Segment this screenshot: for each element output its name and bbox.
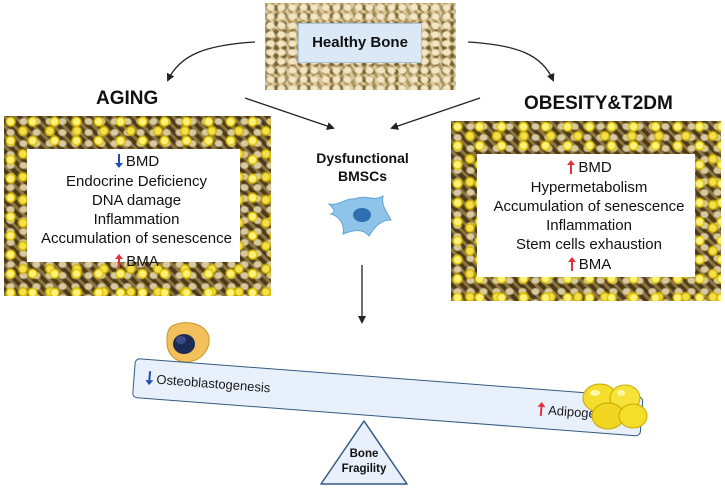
dysfunctional-bmscs-label: Dysfunctional BMSCs (295, 149, 430, 185)
up-arrow-icon (567, 257, 576, 271)
arrow-healthy-to-aging (166, 41, 256, 82)
aging-bma-row: BMA (14, 253, 259, 270)
obesity-bone-frame (451, 121, 721, 301)
arrow-healthy-to-obesity (467, 41, 555, 82)
center-line-1: Dysfunctional (316, 150, 409, 166)
stem-cell-icon (327, 194, 392, 237)
osteoblast-cell-icon (166, 322, 210, 363)
fulcrum-triangle (320, 420, 408, 485)
down-arrow-icon (145, 371, 154, 386)
aging-item-1: Endocrine Deficiency (66, 173, 207, 190)
healthy-bone-frame: Healthy Bone (265, 3, 456, 90)
adipogenesis-row: Adipogenesis (536, 401, 627, 423)
obesity-factors-list: BMD Hypermetabolism Accumulation of sene… (474, 156, 704, 276)
up-arrow-icon (537, 401, 546, 417)
aging-item-4: Accumulation of senescence (41, 230, 232, 247)
arrow-obesity-to-bmscs (390, 97, 481, 130)
obesity-item-3: Inflammation (546, 217, 632, 234)
aging-bmd-label: BMD (125, 153, 160, 170)
up-arrow-icon (567, 160, 576, 174)
obesity-item-4: Stem cells exhaustion (516, 236, 662, 253)
aging-heading: AGING (96, 88, 159, 109)
fulcrum-line-2: Fragility (341, 463, 387, 475)
osteoblastogenesis-row: Osteoblastogenesis (144, 370, 271, 396)
aging-item-2: DNA damage (91, 192, 182, 209)
healthy-bone-label-box (298, 23, 422, 63)
obesity-bma-label: BMA (578, 256, 612, 273)
obesity-factors-panel (477, 154, 695, 277)
obesity-bmd-label: BMD (578, 159, 612, 176)
aging-bmd-row: BMD (14, 153, 259, 170)
center-line-2: BMSCs (337, 168, 387, 184)
aging-factors-panel (27, 149, 240, 262)
healthy-bone-title: Healthy Bone (312, 34, 408, 51)
down-arrow-icon (114, 154, 123, 168)
bone-fragility-label: Bone Fragility (330, 447, 398, 477)
obesity-bma-row: BMA (474, 256, 704, 273)
aging-bma-label: BMA (126, 253, 159, 270)
arrow-aging-to-bmscs (244, 97, 335, 130)
aging-bone-frame (4, 116, 271, 296)
up-arrow-icon (115, 254, 124, 268)
obesity-item-2: Accumulation of senescence (493, 198, 685, 215)
seesaw-board: Osteoblastogenesis Adipogenesis (131, 358, 644, 437)
obesity-item-1: Hypermetabolism (530, 179, 648, 196)
obesity-bmd-row: BMD (474, 159, 704, 176)
aging-factors-list: BMD Endocrine Deficiency DNA damage Infl… (14, 150, 259, 278)
aging-item-3: Inflammation (93, 211, 180, 228)
osteoblastogenesis-label: Osteoblastogenesis (155, 371, 271, 396)
obesity-heading: OBESITY&T2DM (524, 93, 673, 114)
fulcrum-line-1: Bone (349, 448, 379, 460)
adipocyte-cluster-icon (582, 383, 648, 430)
